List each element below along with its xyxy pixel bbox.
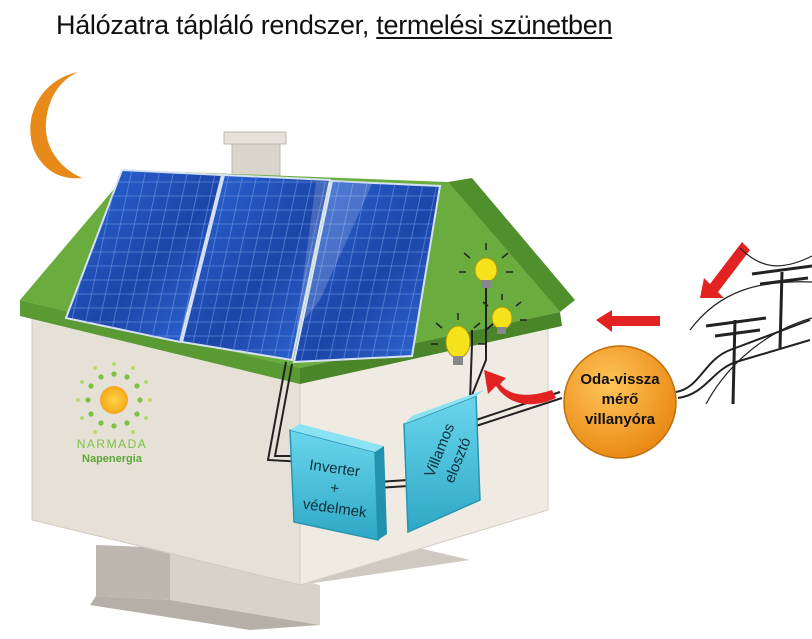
curved-arrow-icon bbox=[484, 370, 556, 405]
title-underlined: termelési szünetben bbox=[376, 10, 613, 40]
inverter-label-1: Inverter bbox=[308, 457, 361, 481]
inverter-label-2: + bbox=[329, 480, 340, 498]
distributor-box: Villamos elosztó bbox=[403, 390, 484, 534]
utility-poles bbox=[689, 247, 812, 405]
bulb-icon bbox=[431, 313, 485, 365]
bulb-icon bbox=[459, 243, 513, 288]
logo-name: NARMADA bbox=[77, 437, 148, 451]
meter-label-3: villanyóra bbox=[585, 411, 656, 428]
solar-panels bbox=[64, 168, 442, 364]
meter-label-1: Oda-vissza bbox=[580, 371, 660, 388]
flow-arrows bbox=[484, 242, 750, 405]
arrow-diagonal-icon bbox=[700, 242, 750, 298]
sun-logo-icon bbox=[76, 362, 152, 434]
page-title: Hálózatra tápláló rendszer, termelési sz… bbox=[56, 10, 613, 41]
logo-tagline: Napenergia bbox=[82, 453, 143, 465]
bulb-icon bbox=[482, 294, 527, 334]
meter-label-2: mérő bbox=[602, 391, 639, 408]
meter: Oda-vissza mérő villanyóra bbox=[563, 345, 677, 459]
narmada-logo: NARMADA Napenergia bbox=[76, 362, 152, 465]
inverter-box: Inverter + védelmek bbox=[289, 424, 387, 541]
light-bulbs bbox=[431, 243, 527, 365]
arrow-left-icon bbox=[596, 310, 660, 332]
title-main: Hálózatra tápláló rendszer, bbox=[56, 10, 377, 40]
moon-icon bbox=[30, 72, 82, 179]
